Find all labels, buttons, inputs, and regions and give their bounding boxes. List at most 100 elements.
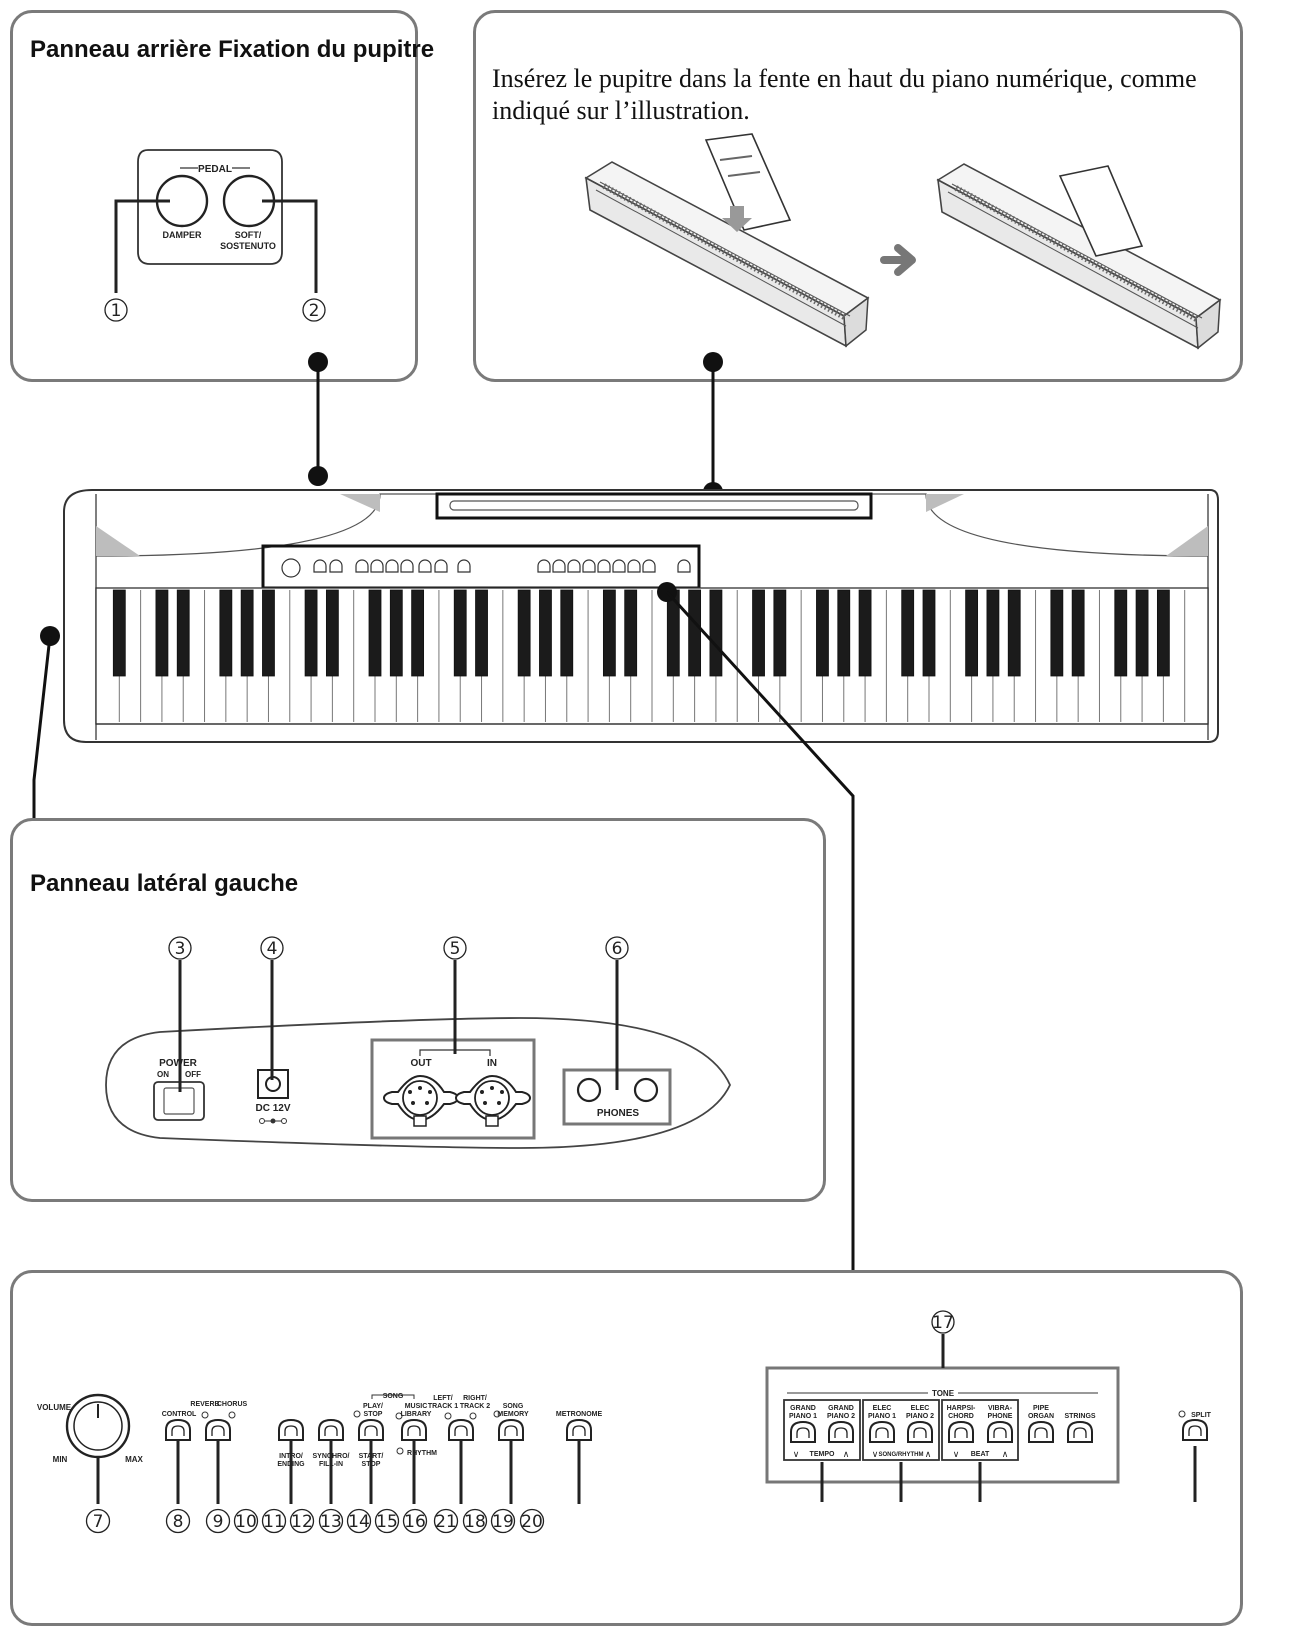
- callout-circle-icon: [205, 1508, 231, 1534]
- chevron-up-icon: ∧: [1002, 1450, 1009, 1460]
- black-key: [922, 589, 936, 677]
- elec1-2: PIANO 1: [868, 1413, 896, 1420]
- black-key: [709, 589, 723, 677]
- black-key: [240, 589, 254, 677]
- panel-button[interactable]: [448, 1418, 474, 1441]
- panel-button[interactable]: [566, 1418, 592, 1441]
- panel-button[interactable]: [869, 1420, 895, 1443]
- panel-button[interactable]: [318, 1418, 344, 1441]
- piano-with-stand-after: [936, 163, 1222, 350]
- power-off-label: OFF: [185, 1070, 201, 1079]
- power-on-label: ON: [157, 1070, 169, 1079]
- callout-circle-icon: [289, 1508, 315, 1534]
- callout-number: 20: [521, 1512, 543, 1532]
- song-memory-1: SONG: [503, 1403, 524, 1410]
- elec2-1: ELEC: [911, 1405, 930, 1412]
- right-track-2: TRACK 2: [460, 1403, 490, 1410]
- panel-button[interactable]: [278, 1418, 304, 1441]
- black-key: [517, 589, 531, 677]
- music-stand-instruction: Insérez le pupitre dans la fente en haut…: [492, 64, 1197, 125]
- black-key: [155, 589, 169, 677]
- button-face: [364, 1425, 378, 1436]
- chevron-up-icon: ∧: [925, 1450, 932, 1460]
- black-key: [816, 589, 829, 677]
- panel-button[interactable]: [790, 1420, 816, 1443]
- black-key: [1007, 589, 1021, 677]
- panel-button[interactable]: [948, 1420, 974, 1443]
- callout-circle-icon: [402, 1508, 428, 1534]
- panel-button[interactable]: [205, 1418, 231, 1441]
- callout-number: 15: [376, 1512, 398, 1532]
- console-panel-box: [10, 1270, 1243, 1626]
- grand2-2: PIANO 2: [827, 1413, 855, 1420]
- button-face: [171, 1425, 185, 1436]
- black-key: [858, 589, 872, 677]
- callout-number: 11: [263, 1512, 285, 1532]
- panel-button[interactable]: [358, 1418, 384, 1441]
- callout-3-icon: [168, 936, 192, 960]
- vibra-1: VIBRA-: [988, 1405, 1013, 1412]
- play-label-2: STOP: [364, 1411, 383, 1418]
- button-face: [796, 1427, 810, 1438]
- panel-button[interactable]: [1067, 1420, 1093, 1443]
- panel-button[interactable]: [907, 1420, 933, 1443]
- callout-number: 10: [235, 1512, 257, 1532]
- panel-button[interactable]: [498, 1418, 524, 1441]
- callout-number: 7: [93, 1512, 104, 1532]
- play-label-1: PLAY/: [363, 1403, 383, 1410]
- grand2-1: GRAND: [828, 1405, 854, 1412]
- button-face: [284, 1425, 298, 1436]
- soft-label: SOFT/: [235, 230, 262, 240]
- song-rhythm-label: SONG/RHYTHM: [879, 1452, 924, 1458]
- chevron-up-icon: ∧: [843, 1450, 850, 1460]
- callout-number: 12: [291, 1512, 313, 1532]
- button-face: [875, 1427, 889, 1438]
- callout-6-label: 6: [612, 939, 623, 959]
- chevron-down-icon: ∨: [793, 1450, 800, 1460]
- callout-circle-icon: [165, 1508, 191, 1534]
- button-face: [454, 1425, 468, 1436]
- callout-5-icon: [443, 936, 467, 960]
- callout-number: 16: [404, 1512, 426, 1532]
- panel-button[interactable]: [1028, 1420, 1054, 1443]
- black-key: [325, 589, 339, 677]
- volume-label: VOLUME: [37, 1403, 72, 1412]
- button-face: [913, 1427, 927, 1438]
- black-key: [219, 589, 233, 677]
- callout-1-label: 1: [111, 301, 122, 321]
- panel-button[interactable]: [401, 1418, 427, 1441]
- rhythm-label: RHYTHM: [407, 1450, 437, 1457]
- callout-2-label: 2: [309, 301, 320, 321]
- button-face: [324, 1425, 338, 1436]
- black-key: [752, 589, 765, 677]
- panel-button[interactable]: [1182, 1418, 1208, 1441]
- left-track-2: TRACK 1: [428, 1403, 458, 1410]
- volume-knob[interactable]: [65, 1393, 131, 1459]
- panel-button[interactable]: [828, 1420, 854, 1443]
- callout-number: 13: [320, 1512, 342, 1532]
- callout-number: 18: [464, 1512, 486, 1532]
- callout-2-icon: [302, 298, 326, 322]
- black-key: [411, 589, 425, 677]
- black-key: [389, 589, 403, 677]
- black-key: [624, 589, 638, 677]
- callout-circle-icon: [462, 1508, 488, 1534]
- callout-circle-icon: [261, 1508, 287, 1534]
- callout-6-icon: [605, 936, 629, 960]
- rear-panel-title: Panneau arrière Fixation du pupitre: [30, 36, 435, 63]
- button-face: [1073, 1427, 1087, 1438]
- callout-number: 9: [213, 1512, 224, 1532]
- panel-button[interactable]: [987, 1420, 1013, 1443]
- midi-out-label: OUT: [410, 1058, 431, 1069]
- black-key: [112, 589, 126, 677]
- black-key: [453, 589, 467, 677]
- callout-4-label: 4: [267, 939, 278, 959]
- callout-circle-icon: [233, 1508, 259, 1534]
- black-key: [688, 589, 702, 677]
- panel-button[interactable]: [165, 1418, 191, 1441]
- sostenuto-label: SOSTENUTO: [220, 241, 276, 251]
